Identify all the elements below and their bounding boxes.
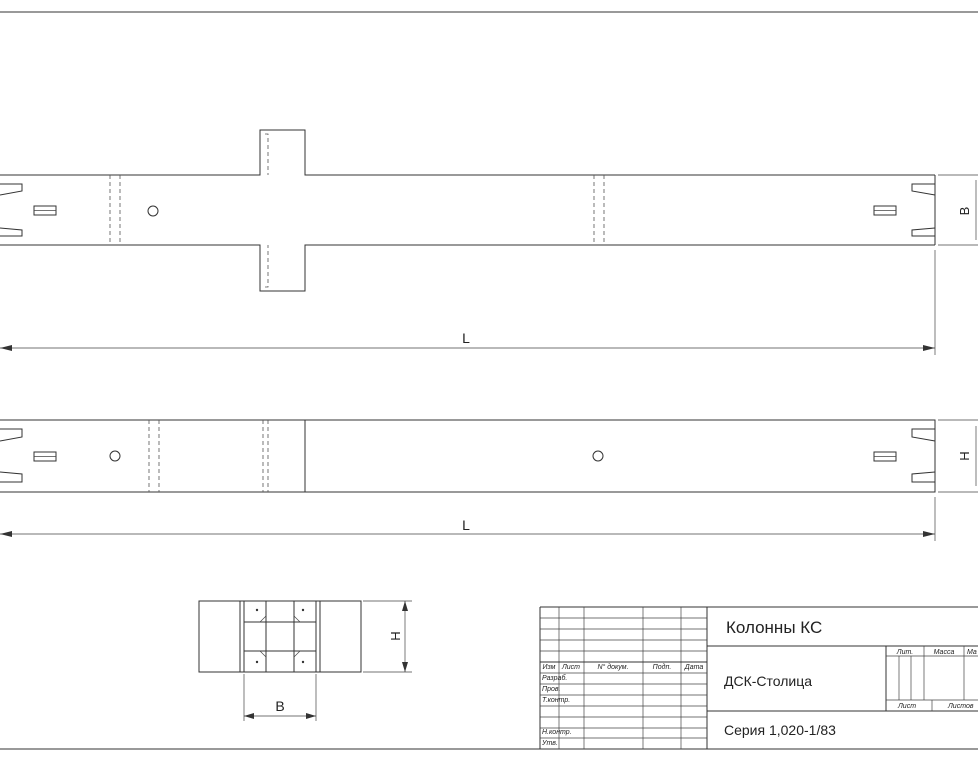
title-block: Изм Лист N° докум. Подп. Дата Разраб. Пр… <box>539 606 978 749</box>
col-doc-number: N° докум. <box>597 663 628 671</box>
sheet-label: Лист <box>897 703 916 710</box>
section-height-label: H <box>388 631 403 640</box>
plan-view: B L <box>0 129 978 355</box>
sheets-label: Листов <box>947 703 974 710</box>
organization: ДСК-Столица <box>724 673 812 689</box>
col-signature: Подп. <box>653 663 672 671</box>
hole-side-left <box>109 450 121 462</box>
section-width-label: B <box>275 698 284 714</box>
side-height-label: H <box>957 451 972 460</box>
side-view: H L <box>0 419 978 541</box>
section-view: H B <box>198 600 412 721</box>
plan-length-label: L <box>462 330 470 346</box>
product-title: Колонны КС <box>726 618 822 637</box>
hole-side-center <box>592 450 604 462</box>
side-length-label: L <box>462 517 470 533</box>
scale-label: Ма <box>967 649 977 656</box>
role-approver: Утв. <box>541 740 558 747</box>
role-developer: Разраб. <box>542 674 567 682</box>
role-checker: Пров. <box>542 686 561 693</box>
col-date: Дата <box>684 664 704 671</box>
series: Серия 1,020-1/83 <box>724 722 836 738</box>
lit-label: Лит. <box>896 649 913 656</box>
plan-width-label: B <box>957 207 972 216</box>
role-tech-control: Т.контр. <box>542 697 570 704</box>
col-list: Лист <box>561 664 580 671</box>
col-izm: Изм <box>543 664 556 671</box>
hole-plan <box>147 205 159 217</box>
mass-label: Масса <box>934 649 955 656</box>
sheet-frame <box>0 11 978 750</box>
role-norm-control: Н.контр. <box>542 729 572 736</box>
